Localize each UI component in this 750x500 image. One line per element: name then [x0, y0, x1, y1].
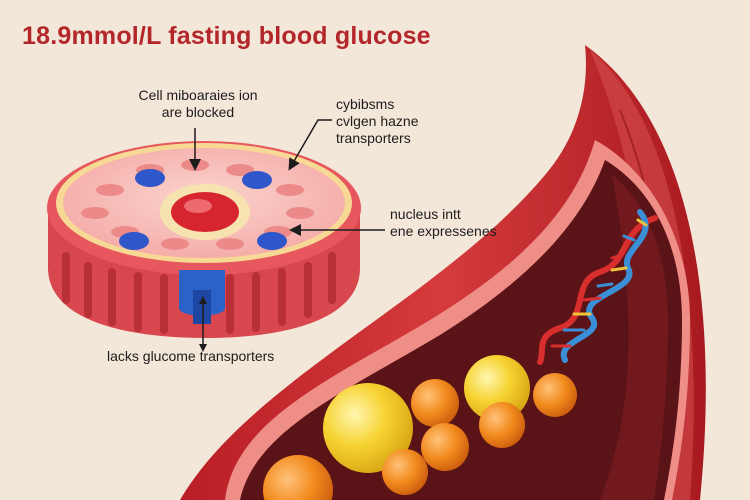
cell-diagram [47, 141, 361, 338]
glucose-molecules [263, 355, 577, 500]
label-lacks-transporters: lacks glucome transporters [107, 348, 275, 364]
label-nucleus-line2: ene expressenes [390, 223, 497, 239]
label-transporters-line1: cybibsms [336, 96, 395, 112]
label-membranes-line2: are blocked [161, 104, 235, 120]
label-nucleus-line1: nucleus intt [390, 206, 461, 222]
label-transporters: cybibsms cvlgen hazne transporters [336, 96, 419, 147]
page-title: 18.9mmol/L fasting blood glucose [22, 22, 431, 50]
label-nucleus-expression: nucleus intt ene expressenes [390, 206, 497, 240]
label-transporters-line2: cvlgen hazne [336, 113, 419, 129]
label-membranes-blocked: Cell miboaraies ion are blocked [118, 87, 278, 121]
label-transporters-line3: transporters [336, 130, 411, 146]
label-membranes-line1: Cell miboaraies ion [138, 87, 258, 103]
leader-lines [189, 119, 385, 352]
dna-helix [537, 209, 658, 365]
